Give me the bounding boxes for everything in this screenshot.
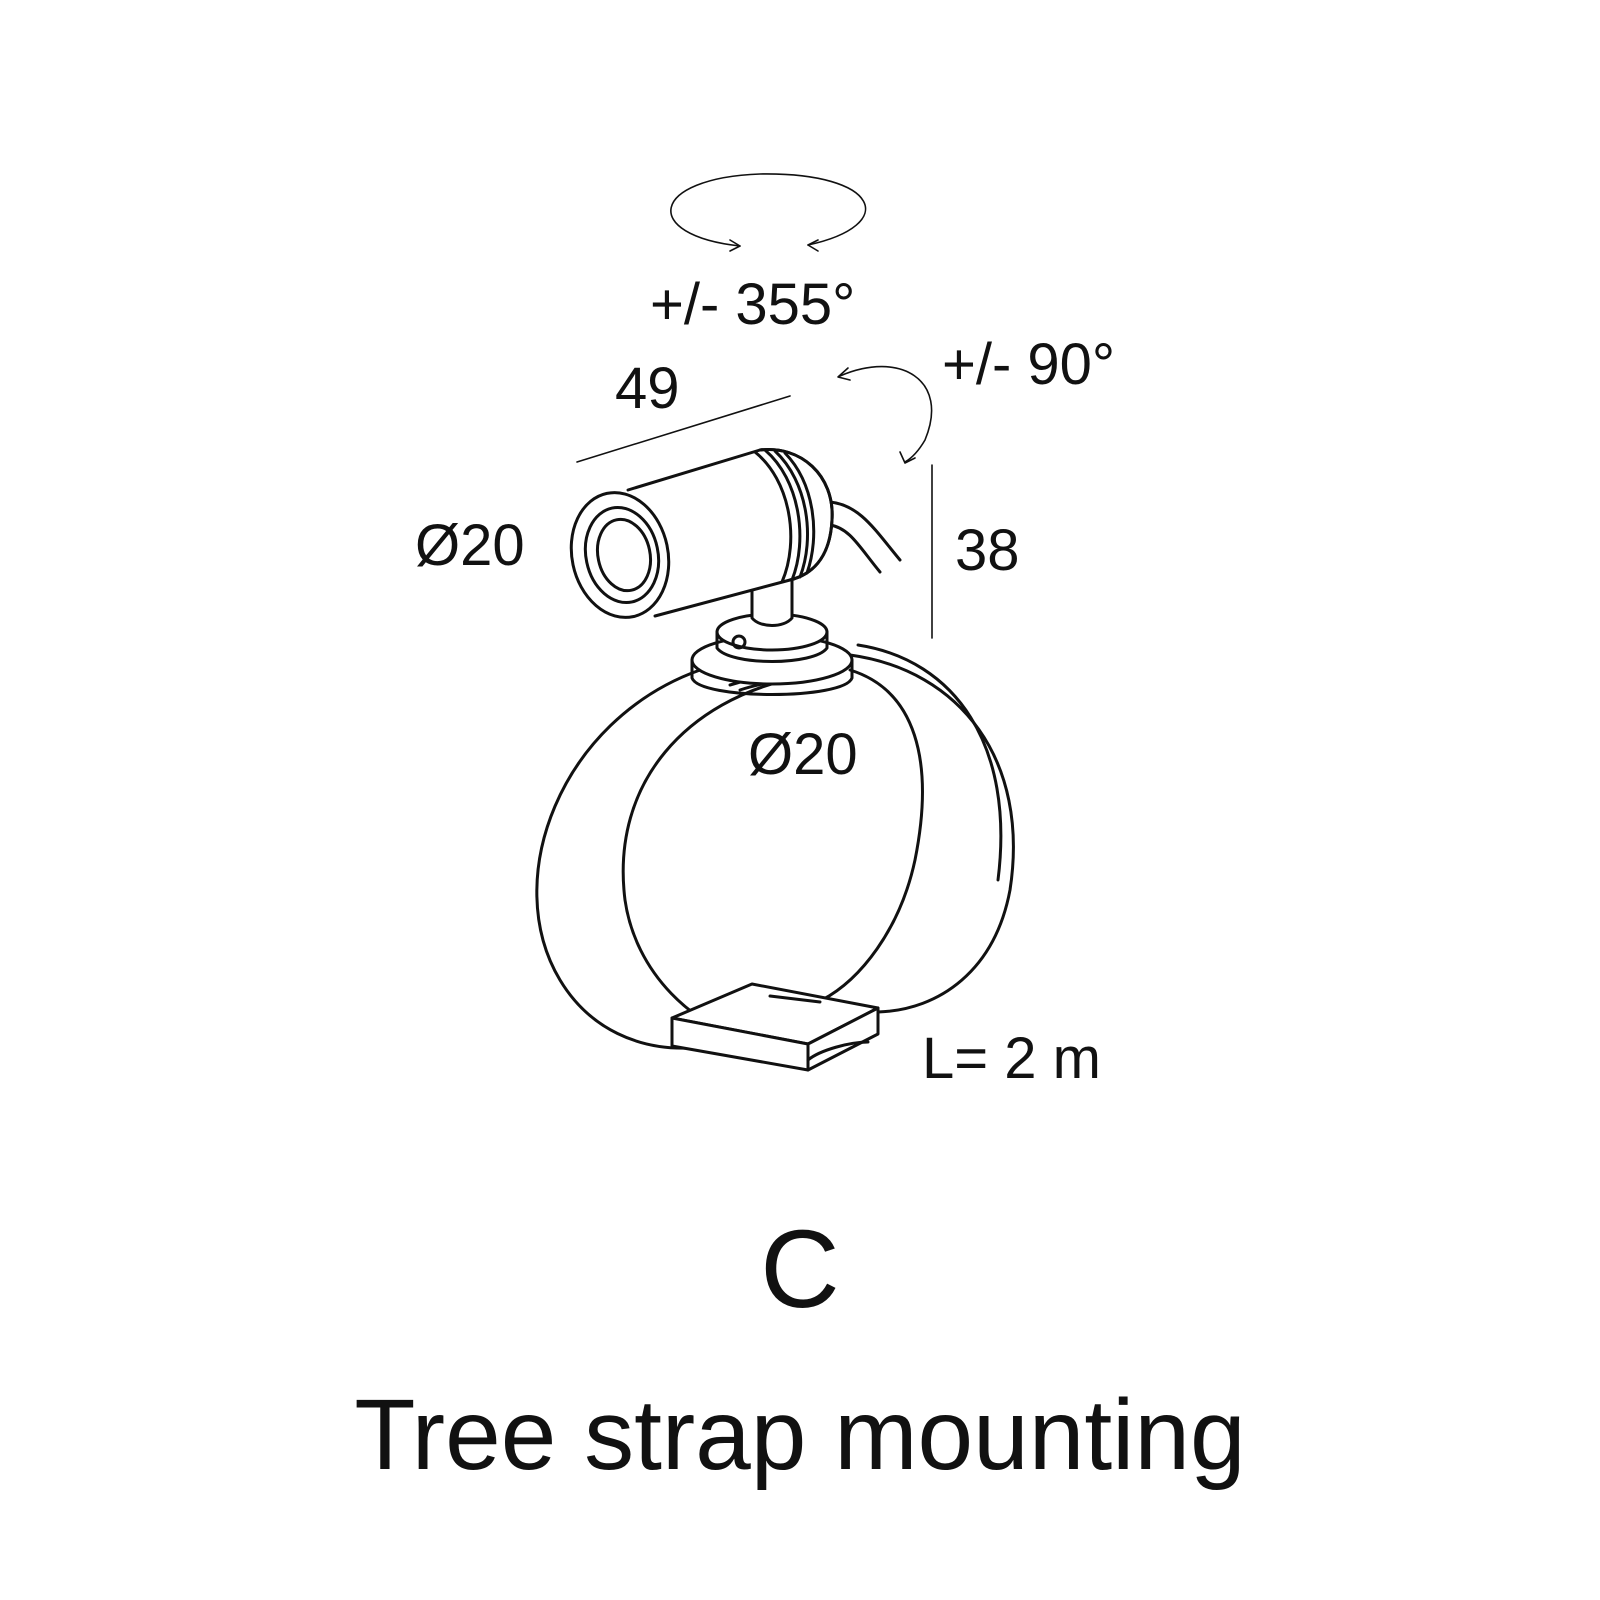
- strap-length-label: L= 2 m: [922, 1026, 1101, 1091]
- caption: Tree strap mounting: [354, 1379, 1246, 1491]
- tree-strap: [535, 643, 1015, 1050]
- rotation-355-arrow: [670, 173, 867, 252]
- dimension-line-49: [576, 395, 791, 463]
- rotation-90-arrow: [837, 365, 933, 464]
- rotation-355-label: +/- 355°: [650, 272, 856, 337]
- fixture-cable: [828, 500, 902, 574]
- head-diameter-label: Ø20: [415, 513, 525, 578]
- strap-buckle: [670, 982, 880, 1072]
- spotlight-head: [569, 447, 834, 619]
- strap-diameter-label: Ø20: [748, 722, 858, 787]
- rotation-90-label: +/- 90°: [942, 332, 1116, 397]
- variant-letter: C: [760, 1208, 840, 1331]
- mounting-base: [690, 612, 854, 696]
- height-38-label: 38: [955, 518, 1020, 583]
- length-49-label: 49: [615, 356, 680, 421]
